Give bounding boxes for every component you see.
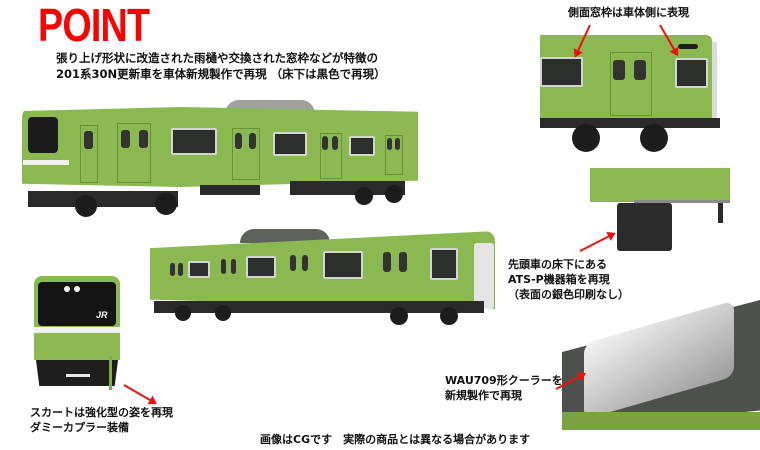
callout-ats-line-1: 先頭車の床下にある	[508, 258, 607, 271]
door-window	[139, 130, 148, 148]
callout-ats: 先頭車の床下にある ATS-P機器箱を再現 （表面の銀色印刷なし）	[508, 257, 629, 302]
destination-indicator	[678, 44, 698, 49]
door-window	[178, 263, 183, 276]
front-stripe	[34, 327, 120, 333]
disclaimer: 画像はCGです 実際の商品とは異なる場合があります	[260, 433, 531, 446]
cab-end	[474, 243, 494, 309]
arrow-icon	[123, 384, 156, 404]
underfloor	[200, 185, 260, 195]
door	[320, 133, 342, 179]
wheel	[390, 307, 408, 325]
side-window	[273, 132, 307, 156]
body-edge	[634, 200, 730, 203]
side-window	[540, 57, 583, 87]
headlight	[64, 286, 70, 292]
door-window	[395, 138, 400, 150]
point-title: POINT	[38, 0, 150, 51]
dummy-coupler	[109, 356, 112, 390]
door-window	[302, 255, 308, 271]
callout-ats-line-2: ATS-P機器箱を再現	[508, 273, 610, 286]
callout-ats-line-3: （表面の銀色印刷なし）	[508, 288, 629, 301]
door	[232, 128, 260, 180]
underfloor	[28, 191, 178, 207]
callout-cooler: WAU709形クーラーを 新規製作で再現	[445, 373, 563, 403]
door-window	[235, 133, 242, 149]
cab-window	[28, 117, 58, 153]
side-window	[323, 251, 363, 279]
underfloor	[540, 118, 720, 128]
door-window	[332, 136, 338, 150]
cooler-roof	[240, 229, 330, 243]
door-window	[387, 138, 392, 150]
ats-p-box	[617, 203, 672, 251]
train-car-leading-image	[20, 95, 420, 225]
callout-cooler-line-1: WAU709形クーラーを	[445, 374, 563, 387]
car-body-edge	[562, 412, 760, 430]
callout-skirt-line-1: スカートは強化型の姿を再現	[30, 406, 173, 419]
wheel	[572, 124, 600, 152]
door	[385, 135, 403, 175]
callout-skirt-line-2: ダミーカプラー装備	[30, 421, 129, 434]
car-body	[590, 168, 730, 202]
callout-cooler-line-2: 新規製作で再現	[445, 389, 522, 402]
train-car-side-image	[140, 225, 500, 325]
wheel	[640, 124, 668, 152]
door-window	[383, 252, 391, 272]
door	[117, 123, 151, 183]
underfloor	[290, 181, 405, 195]
wheel	[215, 305, 231, 321]
door-window	[249, 133, 256, 149]
underfloor	[154, 301, 484, 313]
train-front-image: JR	[34, 270, 120, 400]
door	[610, 52, 652, 116]
callout-side-window: 側面窓枠は車体側に表現	[568, 6, 689, 19]
side-window	[246, 256, 276, 278]
jr-logo: JR	[96, 310, 108, 320]
wheel	[440, 307, 458, 325]
support-post	[718, 203, 723, 223]
side-window	[188, 261, 210, 278]
wheel	[75, 195, 97, 217]
door-window	[221, 259, 226, 274]
detail-ats-box-image	[590, 168, 760, 258]
door-window	[121, 130, 130, 148]
door	[80, 125, 98, 183]
door-window	[290, 255, 296, 271]
detail-cooler-image	[562, 300, 760, 430]
side-window-cab	[675, 58, 708, 88]
door-window	[84, 131, 93, 149]
door-window	[399, 252, 407, 272]
intro-line-1: 張り上げ形状に改造された雨樋や交換された窓枠などが特徴の	[56, 51, 378, 65]
side-window	[171, 128, 217, 155]
detail-side-window-image	[540, 30, 720, 152]
cab-stripe	[23, 160, 69, 165]
door-window	[231, 259, 236, 274]
wheel	[175, 305, 191, 321]
skirt	[36, 360, 118, 386]
intro-line-2: 201系30N更新車を車体新規製作で再現 （床下は黒色で再現）	[56, 67, 386, 81]
side-window	[430, 248, 458, 280]
door-window	[613, 60, 625, 80]
door-window	[634, 60, 646, 80]
car-end	[712, 42, 717, 118]
wheel	[385, 185, 403, 203]
intro-text: 張り上げ形状に改造された雨樋や交換された窓枠などが特徴の 201系30N更新車を…	[56, 50, 386, 82]
callout-skirt: スカートは強化型の姿を再現 ダミーカプラー装備	[30, 405, 173, 435]
wheel	[155, 193, 177, 215]
wheel	[355, 187, 373, 205]
side-window	[349, 136, 375, 156]
door-window	[170, 263, 175, 276]
headlight	[74, 286, 80, 292]
skirt-plate	[66, 374, 90, 377]
door-window	[322, 136, 328, 150]
